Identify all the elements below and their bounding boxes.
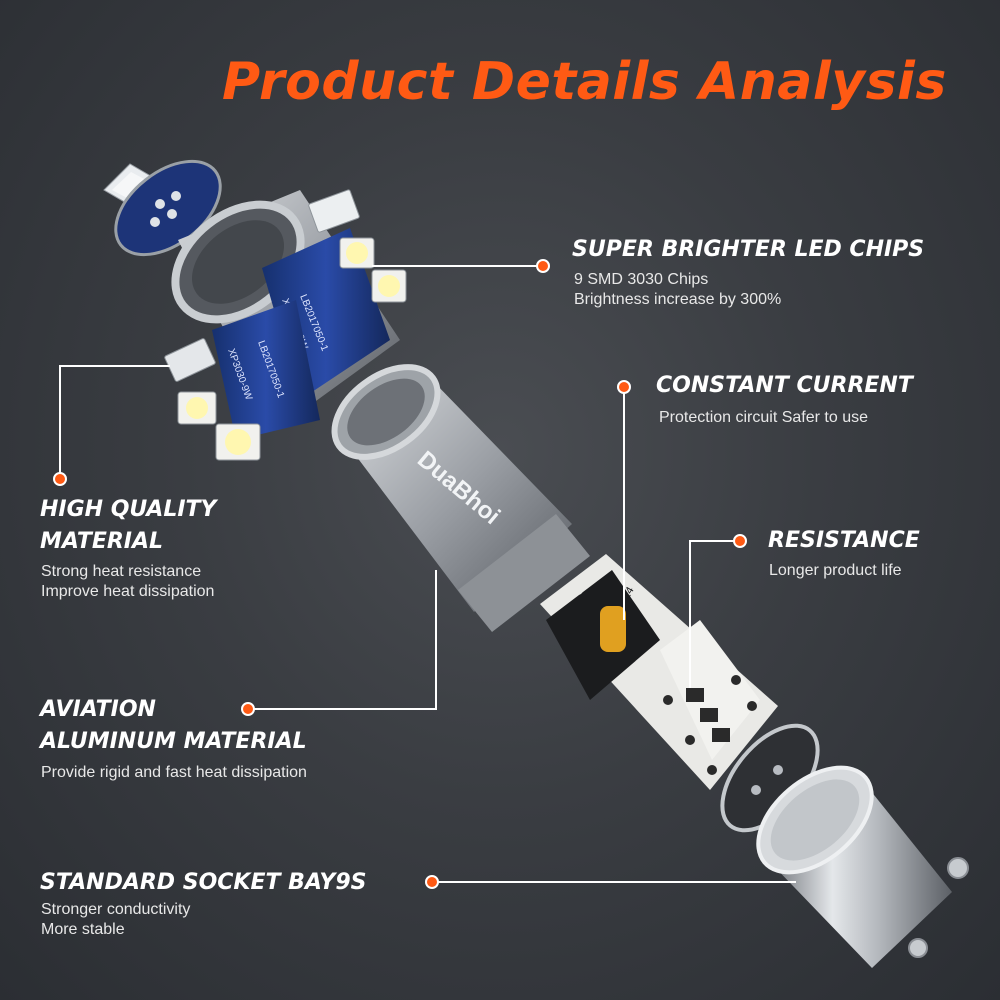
callout-lines — [59, 265, 796, 883]
led-chips-heading: SUPER BRIGHTER LED CHIPS — [572, 237, 925, 262]
material-description: Strong heat resistance Improve heat diss… — [41, 562, 214, 602]
socket-heading: STANDARD SOCKET BAY9S — [40, 870, 367, 895]
material-line-1: Strong heat resistance — [41, 563, 202, 580]
led-chips — [164, 189, 407, 461]
aluminum-heading-line-1: AVIATION — [40, 697, 156, 722]
led-chips-description: 9 SMD 3030 Chips Brightness increase by … — [574, 270, 781, 310]
page-title: Product Details Analysis — [222, 52, 947, 112]
led-chips-line-1: 9 SMD 3030 Chips — [574, 271, 709, 288]
constant-current-description: Protection circuit Safer to use — [659, 408, 868, 428]
aluminum-heading: AVIATION ALUMINUM MATERIAL — [40, 694, 307, 758]
material-heading-line-2: MATERIAL — [40, 529, 164, 554]
led-chips-line-2: Brightness increase by 300% — [574, 291, 782, 308]
material-heading: HIGH QUALITY MATERIAL — [40, 494, 216, 558]
driver-board: 24 — [540, 554, 778, 790]
callout-dots — [53, 259, 747, 889]
top-pcb-disc — [114, 159, 222, 257]
socket-line-1: Stronger conductivity — [41, 901, 191, 918]
constant-current-line-1: Protection circuit Safer to use — [659, 409, 868, 426]
resistance-description: Longer product life — [769, 561, 902, 581]
socket-description: Stronger conductivity More stable — [41, 900, 190, 940]
aluminum-description: Provide rigid and fast heat dissipation — [41, 763, 307, 783]
aluminum-line-1: Provide rigid and fast heat dissipation — [41, 764, 307, 781]
material-heading-line-1: HIGH QUALITY — [40, 497, 217, 522]
bay9s-socket — [756, 765, 969, 968]
resistance-line-1: Longer product life — [769, 562, 902, 579]
aluminum-heading-line-2: ALUMINUM MATERIAL — [40, 729, 307, 754]
led-module-body: XP3030-9W LB2017050-1 XP3030-9W LB201705… — [171, 190, 400, 440]
socket-line-2: More stable — [41, 921, 125, 938]
material-line-2: Improve heat dissipation — [41, 583, 215, 600]
aluminum-sleeve: DuaBhoi — [331, 364, 590, 632]
resistance-heading: RESISTANCE — [768, 528, 920, 553]
constant-current-heading: CONSTANT CURRENT — [656, 373, 913, 398]
